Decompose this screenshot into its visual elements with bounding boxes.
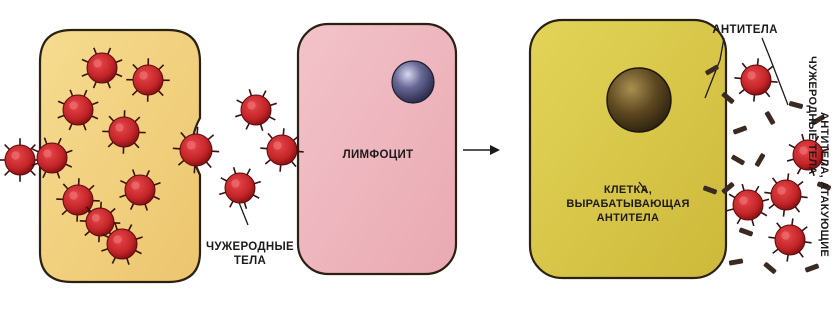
lymphocyte-nucleus xyxy=(392,61,434,103)
antibodies-label-text: АНТИТЕЛА xyxy=(708,23,782,37)
foreign-body xyxy=(235,89,276,130)
producing-cell-label: КЛЕТКА, ВЫРАБАТЫВАЮЩАЯ АНТИТЕЛА xyxy=(562,183,694,225)
foreign-body xyxy=(768,218,811,261)
foreign-body xyxy=(734,58,777,101)
antibody xyxy=(739,227,754,236)
antibody-producing-cell xyxy=(530,20,726,278)
transformation-arrow xyxy=(463,145,500,155)
foreign-body xyxy=(219,167,261,209)
foreign-body xyxy=(764,173,807,216)
producing-cell-label-line3: АНТИТЕЛА xyxy=(562,211,694,225)
foreign-bodies-label-line1: ЧУЖЕРОДНЫЕ xyxy=(200,240,300,254)
lymphocyte-label: ЛИМФОЦИТ xyxy=(330,148,426,162)
foreign-body xyxy=(126,58,169,101)
foreign-body xyxy=(727,184,769,226)
antibody xyxy=(789,101,804,109)
producing-cell-label-line1: КЛЕТКА, xyxy=(562,183,694,197)
producing-cell-label-line2: ВЫРАБАТЫВАЮЩАЯ xyxy=(562,197,694,211)
attacking-antibodies-label-line1: АНТИТЕЛА, АТАКУЮЩИЕ xyxy=(818,112,830,257)
antibody xyxy=(729,258,744,265)
foreign-body xyxy=(102,110,145,153)
antibodies-label: АНТИТЕЛА xyxy=(708,23,782,37)
foreign-body xyxy=(0,138,42,182)
antibody xyxy=(733,125,748,134)
foreign-bodies-label-line2: ТЕЛА xyxy=(200,254,300,268)
antibody xyxy=(763,262,777,275)
antibody xyxy=(731,154,746,165)
producing-cell-nucleus xyxy=(607,68,671,132)
antibody xyxy=(754,153,765,168)
antibody xyxy=(764,111,775,126)
attacking-antibodies-label-line2: ЧУЖЕРОДНЫЕ ТЕЛА xyxy=(806,56,818,175)
antibody xyxy=(805,263,820,272)
lymphocyte-label-text: ЛИМФОЦИТ xyxy=(330,148,426,162)
foreign-bodies-label: ЧУЖЕРОДНЫЕ ТЕЛА xyxy=(200,240,300,268)
